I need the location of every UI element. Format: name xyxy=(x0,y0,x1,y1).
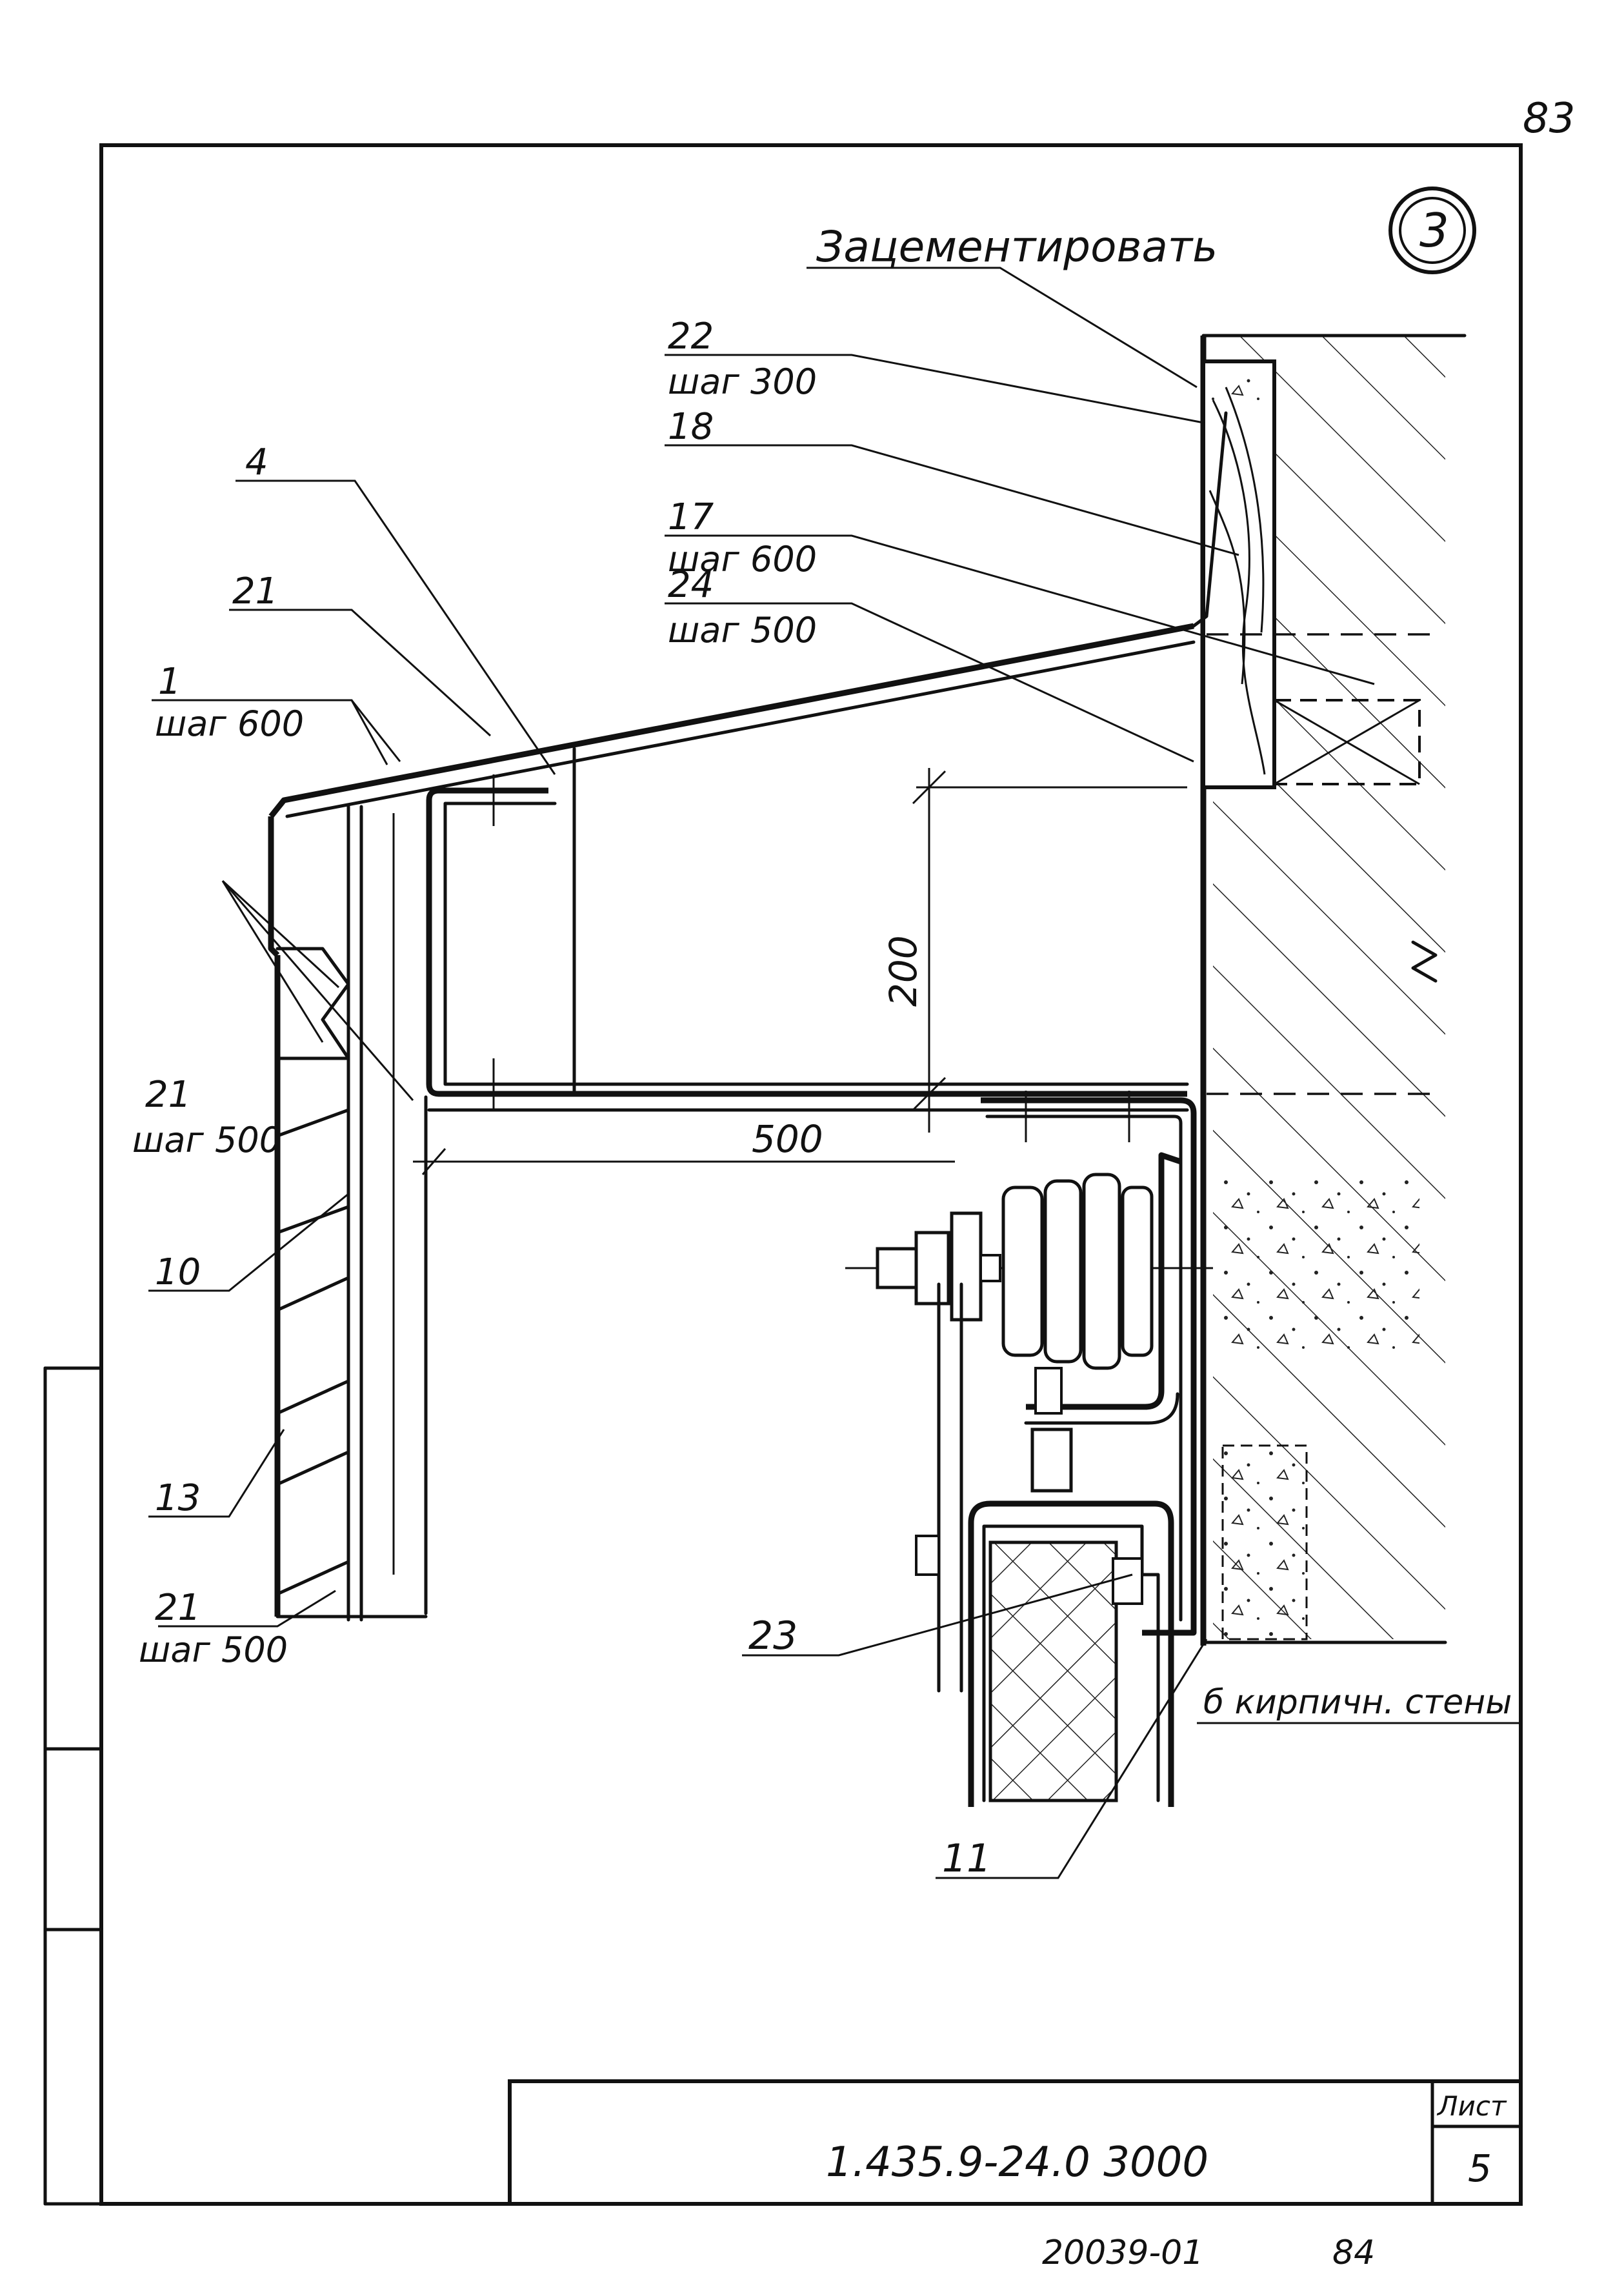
brick-wall-note: б кирпичн. стены xyxy=(1203,1683,1512,1722)
sloped-cover-sheet xyxy=(268,411,1228,958)
stamp-code: 1.435.9-24.0 3000 xyxy=(826,2139,1208,2186)
title-block xyxy=(508,2079,1523,2206)
ribbed-wall-panel xyxy=(274,805,428,1622)
pitch-22: шаг 300 xyxy=(668,361,817,402)
pitch-24: шаг 500 xyxy=(668,610,817,651)
sheet-header: Лист xyxy=(1436,2090,1507,2122)
label-24: 24 xyxy=(668,564,714,606)
insulated-beam xyxy=(968,1500,1174,1807)
leader-lines xyxy=(148,267,1523,1879)
dimension-200-label: 200 xyxy=(881,935,925,1007)
sheet-number: 5 xyxy=(1468,2146,1492,2190)
label-13: 13 xyxy=(155,1477,201,1519)
upper-channel xyxy=(426,747,1189,1112)
pitch-21-bot: шаг 500 xyxy=(139,1629,288,1670)
pitch-21-mid: шаг 500 xyxy=(132,1120,281,1160)
label-10: 10 xyxy=(155,1251,201,1293)
archive-number: 20039-01 xyxy=(1042,2234,1203,2272)
corner-page-number: 83 xyxy=(1523,95,1575,143)
concrete-zone-lower xyxy=(1221,1444,1308,1640)
dimension-500 xyxy=(413,1148,955,1175)
detail-marker-number: 3 xyxy=(1419,203,1449,257)
label-21-mid: 21 xyxy=(145,1074,191,1116)
dimension-200 xyxy=(912,768,1187,1133)
label-4: 4 xyxy=(245,441,268,483)
label-22: 22 xyxy=(668,316,714,358)
label-21-top: 21 xyxy=(232,570,278,612)
cement-note: Зацементировать xyxy=(816,222,1218,272)
detail-marker xyxy=(1388,187,1476,274)
lower-support-channel xyxy=(981,1091,1197,1636)
label-1: 1 xyxy=(158,661,181,703)
label-23: 23 xyxy=(748,1613,797,1659)
archive-page: 84 xyxy=(1332,2234,1375,2272)
pitch-17: шаг 600 xyxy=(668,539,817,580)
anchor-box xyxy=(1273,699,1421,785)
label-17: 17 xyxy=(668,496,714,538)
dimension-500-label: 500 xyxy=(752,1117,823,1161)
label-18: 18 xyxy=(668,406,714,448)
pitch-1: шаг 600 xyxy=(155,703,304,744)
label-21-bot: 21 xyxy=(155,1587,201,1629)
concrete-zone-upper xyxy=(1219,1175,1419,1355)
roller-assembly xyxy=(845,1173,1213,1693)
wooden-bar xyxy=(1201,359,1276,789)
label-11: 11 xyxy=(942,1836,991,1881)
binding-strip xyxy=(43,1366,103,2206)
